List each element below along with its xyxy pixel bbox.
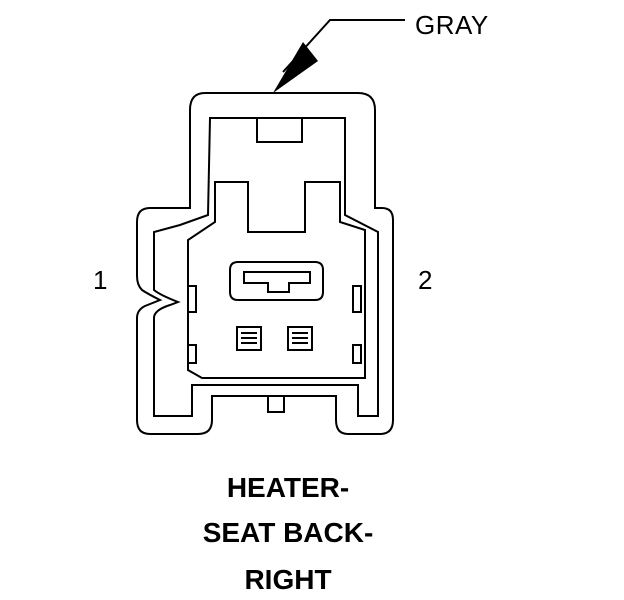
connector-shroud [153, 117, 379, 417]
guide-rib-right [352, 285, 362, 313]
guide-notch-left [187, 344, 197, 364]
pin-2-label: 2 [418, 265, 433, 295]
connector-title-line-2: SEAT BACK- [202, 517, 374, 548]
pin-1-label: 1 [93, 265, 108, 295]
guide-notch-right [352, 344, 362, 364]
connector-title-line-3: RIGHT [244, 564, 332, 595]
terminal-contact [243, 271, 311, 293]
terminal-cavity [229, 261, 324, 301]
latch-cavity [256, 117, 303, 143]
leader-arrowhead [273, 42, 318, 93]
connector-title-line-1: HEATER- [226, 472, 350, 503]
color-leader [273, 19, 405, 93]
wire-color-label: GRAY [415, 10, 489, 40]
pin-terminal-2 [287, 326, 313, 351]
bottom-key-tab [267, 395, 285, 413]
connector-housing-outer [136, 92, 394, 435]
inner-wall [187, 181, 366, 379]
pin-terminal-1 [236, 326, 262, 351]
guide-rib-left [187, 285, 197, 313]
